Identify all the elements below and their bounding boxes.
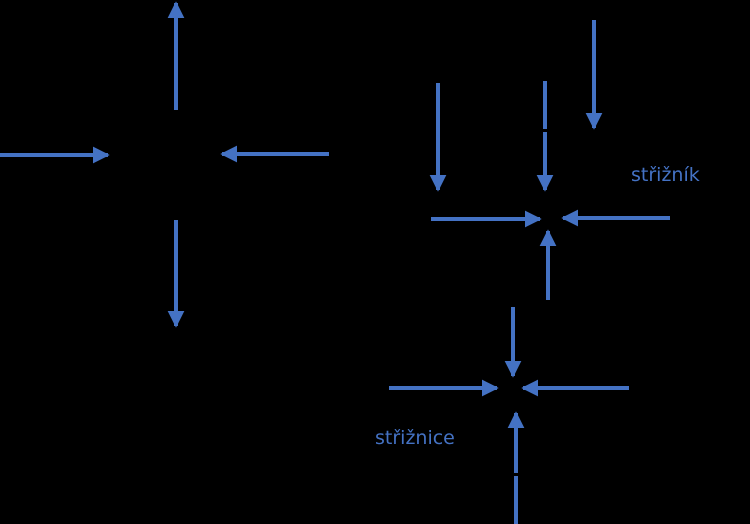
punch-label: střižník [631,164,700,186]
die-label: střižnice [375,427,455,449]
